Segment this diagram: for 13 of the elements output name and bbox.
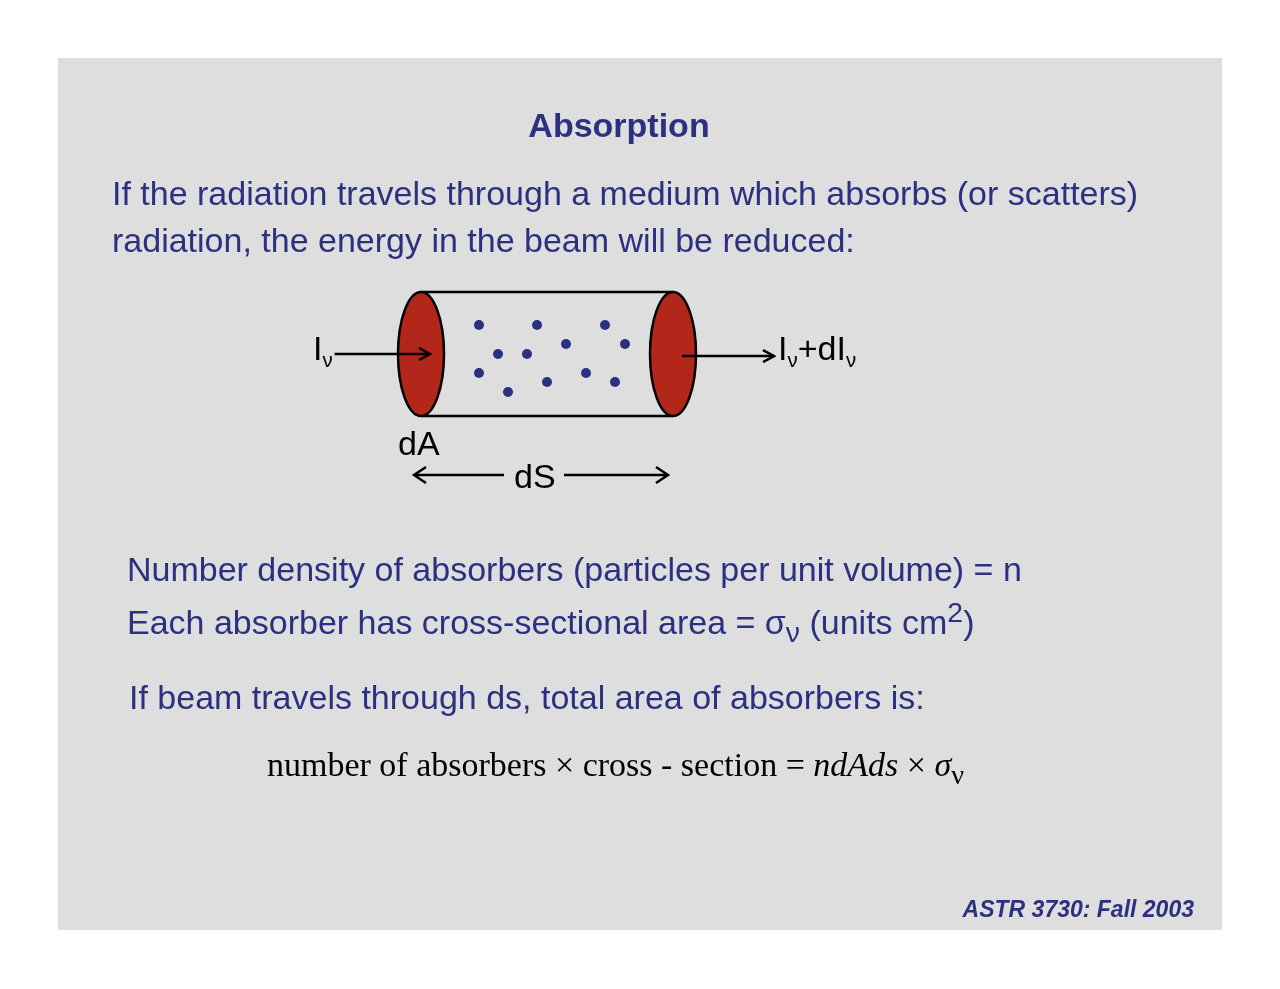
arrow — [682, 348, 776, 364]
length-label: dS — [514, 456, 556, 496]
intensity-label: I$_{ν}$ — [313, 328, 333, 381]
course-footer: ASTR 3730: Fall 2003 — [962, 896, 1194, 923]
area-label: dA — [398, 423, 440, 463]
body-text: If beam travels through ds, total area of absorbers is: — [129, 677, 926, 718]
arrow — [334, 346, 432, 362]
equation: number of absorbers × cross - section = ndAds × σ$_{ν}$ — [267, 746, 965, 791]
body-text: Number density of absorbers (particles per unit volume) = n — [127, 549, 1023, 590]
intensity-label: I$_{ν}$+dI$_{ν}$ — [778, 328, 857, 381]
body-text: If the radiation travels through a medium which absorbs (or scatters) radiation, the energy in the beam will be reduced: — [112, 173, 1140, 261]
body-text: Each absorber has cross-sectional area = σ$_{ν}$ (units cm$^{2}$) — [127, 595, 976, 651]
slide-title: Absorption — [527, 106, 711, 145]
